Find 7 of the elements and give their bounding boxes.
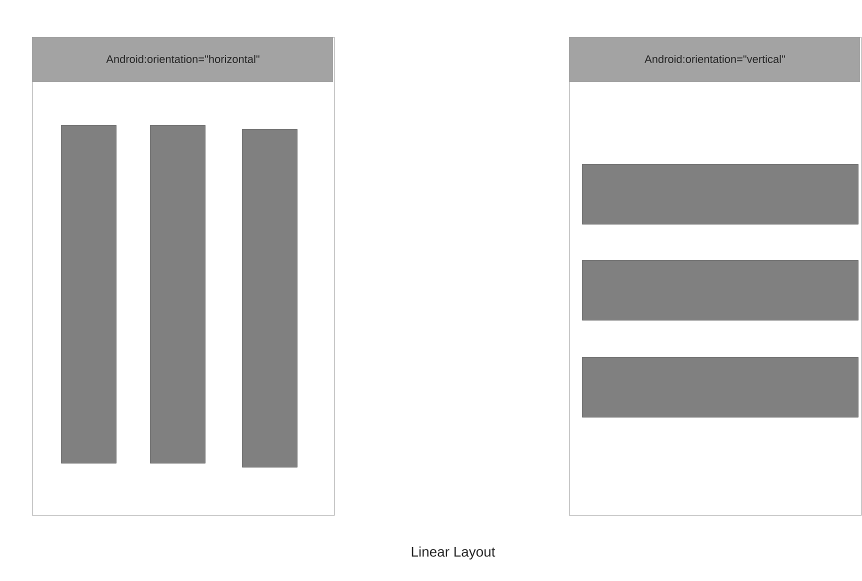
view-bar: [242, 129, 298, 468]
view-bar: [150, 125, 206, 464]
caption: Linear Layout: [412, 546, 496, 560]
view-bar: [582, 357, 858, 418]
view-bar: [61, 125, 116, 464]
view-bar: [582, 260, 858, 320]
view-bar: [582, 164, 858, 224]
